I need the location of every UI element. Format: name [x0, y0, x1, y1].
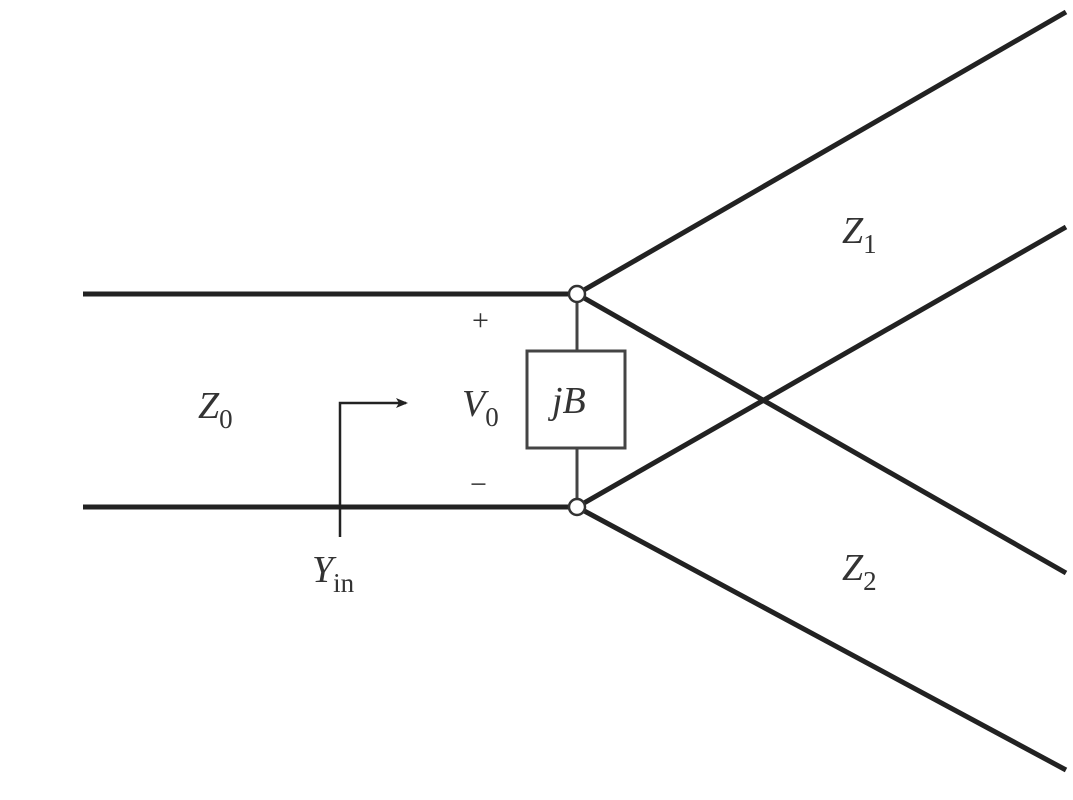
susceptance-box: [525, 349, 627, 450]
label-yin: Yin: [312, 549, 355, 598]
branch-z2-top: [575, 291, 1068, 576]
minus-sign: −: [470, 468, 487, 501]
plus-sign: +: [472, 304, 489, 337]
label-z0: Z0: [198, 385, 233, 434]
branch-z2-bottom: [575, 504, 1068, 773]
branch-z1-bottom: [575, 224, 1068, 510]
junction-node-bottom: [567, 497, 587, 517]
junction-node-top: [567, 284, 587, 304]
yin-arrow: [338, 398, 408, 537]
label-v0: V0: [462, 383, 499, 432]
label-z2: Z2: [842, 547, 877, 596]
branch-z1-top: [575, 9, 1068, 297]
label-z1: Z1: [842, 210, 877, 259]
label-jb: jB: [547, 380, 586, 422]
